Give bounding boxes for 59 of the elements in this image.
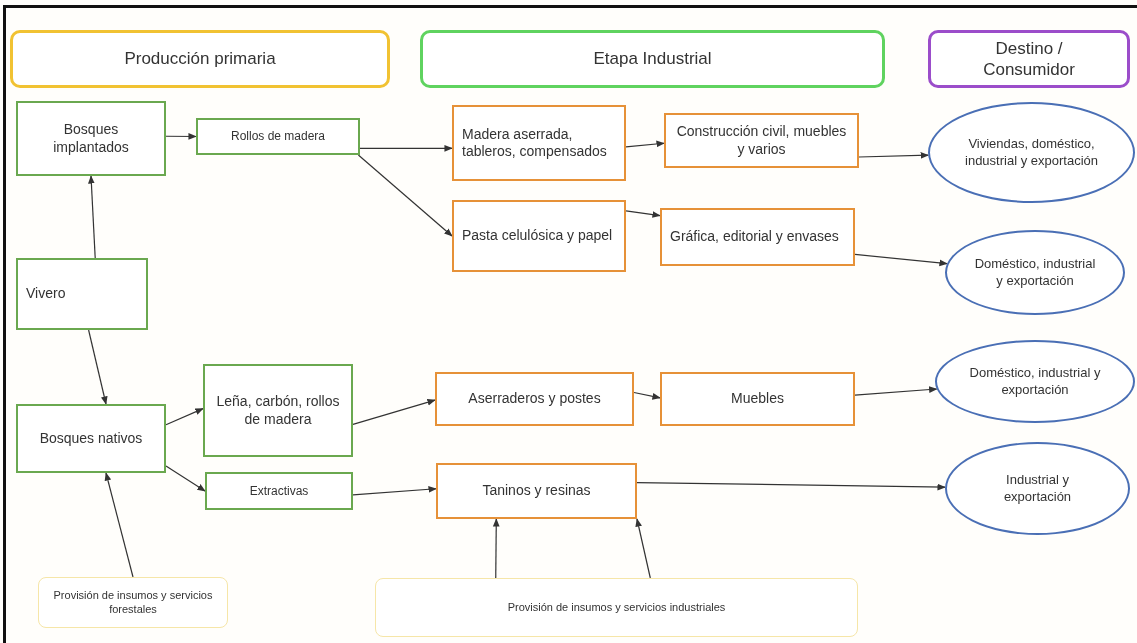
node-text: Pasta celulósica y papel [462,227,613,245]
arrow [165,133,197,140]
process-box [436,463,637,519]
arrow [165,465,206,492]
arrow [88,329,108,405]
supply-box [38,577,228,628]
arrow [352,399,436,426]
node-text: Provisión de insumos y servicios forestales [52,588,214,617]
node-text: Muebles [731,390,784,408]
supply-box [375,578,858,637]
header-text: Producción primaria [124,48,276,70]
process-box [660,372,855,426]
node-text: Bosques nativos [39,429,143,448]
arrow [854,253,948,267]
process-box [452,105,626,181]
arrow [165,408,204,426]
node-text: Madera aserrada, tableros, compensados [462,125,608,161]
arrow [104,472,134,578]
arrow [625,140,665,148]
node-text: Provisión de insumos y servicios industriales [507,600,726,615]
stage-header [420,30,885,88]
node-text: Gráfica, editorial y envases [670,228,839,246]
arrow [359,144,453,152]
arrow [636,482,946,491]
node-text: Rollos de madera [230,129,326,144]
node-text: Extractivas [249,483,309,499]
arrow [625,210,661,218]
node-text: Doméstico, industrial y exportación [973,256,1097,289]
process-box [16,101,166,176]
process-box [435,372,634,426]
stage-header [10,30,390,88]
process-box [203,364,353,457]
process-box [196,118,360,155]
process-box [16,404,166,473]
arrow [352,485,437,496]
arrow [88,175,96,259]
node-text: Leña, carbón, rollos de madera [215,393,341,428]
header-text: Etapa Industrial [593,48,712,70]
arrow [492,518,500,579]
process-box [205,472,353,510]
arrow [357,154,453,237]
process-box [16,258,148,330]
arrow [854,386,938,396]
node-text: Bosques implantados [52,121,130,156]
arrow [633,391,661,400]
arrow [858,152,929,159]
header-text: Destino / Consumidor [982,37,1076,81]
stage-header [928,30,1130,88]
process-box [664,113,859,168]
process-box [452,200,626,272]
node-text: Doméstico, industrial y exportación [968,365,1102,398]
node-text: Construcción civil, muebles y varios [675,123,848,158]
node-text: Vivero [26,285,66,303]
node-text: Taninos y resinas [482,482,591,500]
arrow [635,518,651,579]
node-text: Viviendas, doméstico, industrial y exportación [964,136,1099,169]
node-text: Aserraderos y postes [468,390,601,408]
process-box [660,208,855,266]
node-text: Industrial y exportación [1002,472,1073,505]
